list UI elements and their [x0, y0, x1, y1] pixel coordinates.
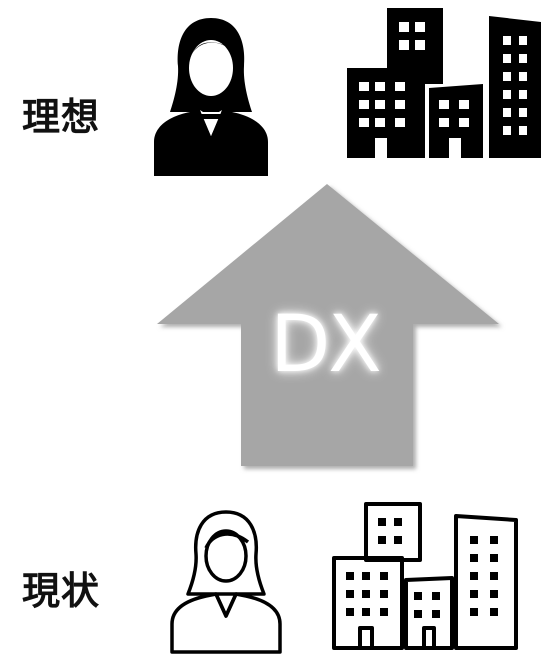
current-label: 現状	[22, 569, 101, 613]
up-arrow-shape	[157, 184, 499, 466]
businesswoman-filled-icon	[154, 18, 268, 176]
dx-label: DX	[270, 300, 382, 390]
businesswoman-outline-icon	[170, 510, 282, 654]
ideal-label: 理想	[22, 95, 101, 139]
office-buildings-filled-icon	[347, 8, 541, 158]
office-buildings-outline-icon	[332, 502, 518, 650]
